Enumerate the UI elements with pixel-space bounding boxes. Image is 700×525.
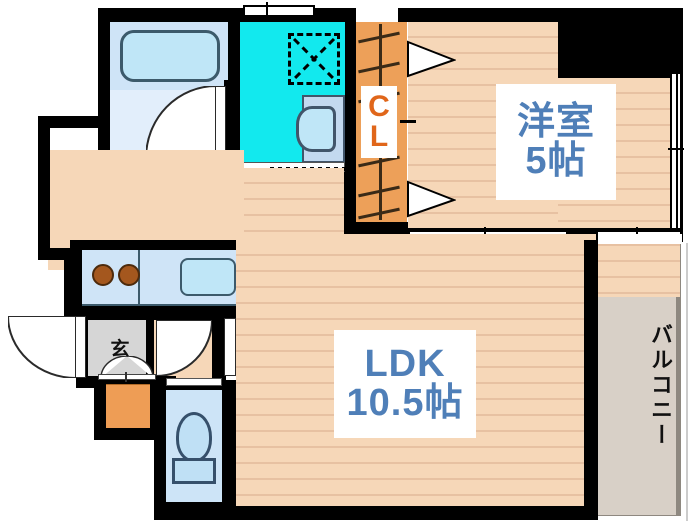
wall-ldk-left-lower <box>222 380 236 514</box>
wall-shoe-bottom <box>94 428 164 440</box>
kitchen-sink <box>180 258 236 296</box>
wall-bathroom-left <box>98 8 110 170</box>
entrance-threshold-mark <box>125 372 127 382</box>
washroom-window[interactable] <box>243 5 315 17</box>
wall-entrance-top <box>76 310 252 320</box>
toilet-door-threshold[interactable] <box>166 378 222 386</box>
ldk-label-line2: 10.5帖 <box>346 382 464 424</box>
wall-closet-bottom <box>344 222 408 234</box>
wall-entrance-right <box>212 310 226 388</box>
bedroom-window-center-mark <box>668 148 684 150</box>
balcony-bottom-gap <box>598 516 682 525</box>
bedroom-door-upper[interactable] <box>406 40 457 78</box>
toilet-bowl <box>176 412 212 462</box>
bedroom-label-line1: 洋室 <box>516 101 595 144</box>
wall-hall-left <box>38 116 50 260</box>
ldk-label: LDK 10.5帖 <box>334 330 476 438</box>
balcony-label: バルコニー <box>648 322 673 448</box>
wall-bathroom-right <box>224 80 234 170</box>
wall-toilet-left <box>154 380 166 514</box>
wash-basin <box>296 106 336 152</box>
entrance-label: 玄 <box>110 338 130 360</box>
bedroom-door-lower[interactable] <box>406 180 457 218</box>
wall-closet-left <box>344 8 356 234</box>
entrance-threshold-arcs <box>100 355 154 379</box>
closet-label: C L <box>361 86 397 158</box>
wall-bedroom-top <box>398 8 683 22</box>
bedroom-label: 洋室 5帖 <box>496 84 616 200</box>
closet-label-line1: C <box>368 90 390 123</box>
ldk-upper-strip <box>244 168 344 242</box>
wall-shoe-left <box>94 380 106 440</box>
ldk-link-strip <box>344 234 596 248</box>
room-ldk <box>236 240 592 506</box>
closet-label-line2: L <box>369 120 389 153</box>
stove-burner-right <box>118 264 140 286</box>
washing-machine-cross-icon <box>288 33 340 85</box>
bedroom-notch-wall <box>558 22 683 78</box>
bathtub <box>120 30 220 82</box>
stove-burner-left <box>92 264 114 286</box>
wall-upper-right-corner <box>669 8 683 74</box>
hall-door-leaf[interactable] <box>224 318 236 376</box>
wall-entrance-divider <box>146 318 154 376</box>
front-door-swing-arc <box>6 315 77 380</box>
toilet-tank <box>172 458 216 484</box>
bedroom-window-mullion <box>676 70 678 230</box>
closet-door-mark <box>400 120 416 123</box>
hallway-join <box>48 150 244 250</box>
balcony-rail-line <box>686 243 688 521</box>
bathroom-door-swing-arc <box>144 84 217 159</box>
balcony-top-gap <box>598 234 682 244</box>
washroom-window-mullion <box>266 2 268 20</box>
wall-outer-bottom <box>154 506 598 520</box>
wall-kitchen-top <box>76 240 264 250</box>
washing-machine-space-icon <box>288 33 340 85</box>
wall-kitchen-left <box>70 240 82 318</box>
room-entrance <box>86 318 152 380</box>
wall-bathroom-top <box>98 8 230 22</box>
bedroom-label-line2: 5帖 <box>525 140 587 182</box>
shoe-cabinet <box>105 384 151 430</box>
wall-outer-right-ldk <box>584 240 598 520</box>
entrance-threshold-bar <box>98 374 156 380</box>
balcony-outer-edge <box>678 243 681 521</box>
ldk-label-line1: LDK <box>364 343 446 386</box>
wall-hall-upper-left <box>38 116 110 128</box>
toilet-door-swing-arc[interactable] <box>155 319 214 378</box>
